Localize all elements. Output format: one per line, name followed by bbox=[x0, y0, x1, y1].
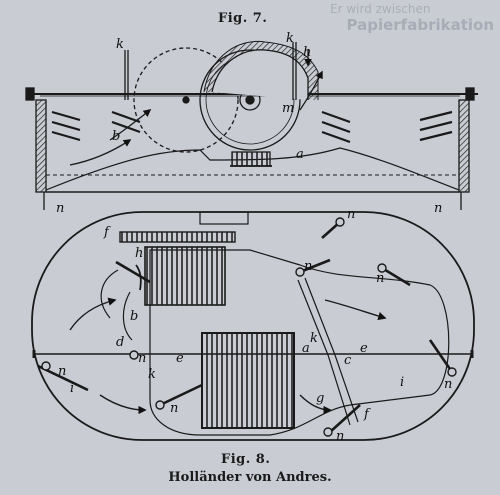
fig7-label-n-left: n bbox=[56, 201, 64, 216]
fig8-label-e-left: e bbox=[176, 351, 184, 366]
fig7-label-k-left: k bbox=[116, 37, 124, 52]
fig8-label-d: d bbox=[116, 335, 124, 350]
fig8-label-n4: n bbox=[58, 364, 66, 379]
fig8-label-e-right: e bbox=[360, 341, 368, 356]
figure-caption: Holländer von Andres. bbox=[168, 470, 332, 485]
fig8-label-i-left: i bbox=[70, 381, 74, 396]
fig7-title: Fig. 7. bbox=[218, 11, 268, 26]
fig8-label-n1: n bbox=[347, 207, 355, 222]
fig8-title: Fig. 8. bbox=[221, 452, 271, 467]
fig8-label-c: c bbox=[344, 353, 352, 368]
fig8-label-n6: n bbox=[336, 429, 344, 444]
fig8-label-a: a bbox=[302, 341, 310, 356]
fig8-label-n2: n bbox=[376, 271, 384, 286]
fig7-diagram bbox=[25, 40, 478, 210]
fig8-label-f-bottom: f bbox=[363, 407, 371, 422]
fig8-label-f-top: f bbox=[103, 225, 111, 240]
fig8-diagram bbox=[31, 211, 475, 441]
fig7-label-m: m bbox=[282, 101, 294, 116]
fig7-label-a: a bbox=[296, 147, 304, 162]
fig8-label-n8: n bbox=[138, 351, 146, 366]
fig8-label-n5: n bbox=[170, 401, 178, 416]
fig7-label-b: b bbox=[112, 129, 120, 144]
bleed-heading: Papierfabrikation bbox=[346, 16, 494, 34]
fig8-label-h: h bbox=[135, 246, 143, 261]
fig7-label-h: h bbox=[303, 45, 311, 60]
fig8-label-n7: n bbox=[304, 259, 312, 274]
fig7-label-n-right: n bbox=[434, 201, 442, 216]
fig8-label-k-right: k bbox=[310, 331, 318, 346]
bleed-top-line: Er wird zwischen bbox=[330, 2, 431, 16]
fig8-label-g: g bbox=[316, 391, 324, 406]
fig7-label-k-right: k bbox=[286, 31, 294, 46]
fig8-label-k-left: k bbox=[148, 367, 156, 382]
fig8-label-b: b bbox=[130, 309, 138, 324]
fig8-label-i-right: i bbox=[400, 375, 404, 390]
fig8-label-n3: n bbox=[444, 377, 452, 392]
